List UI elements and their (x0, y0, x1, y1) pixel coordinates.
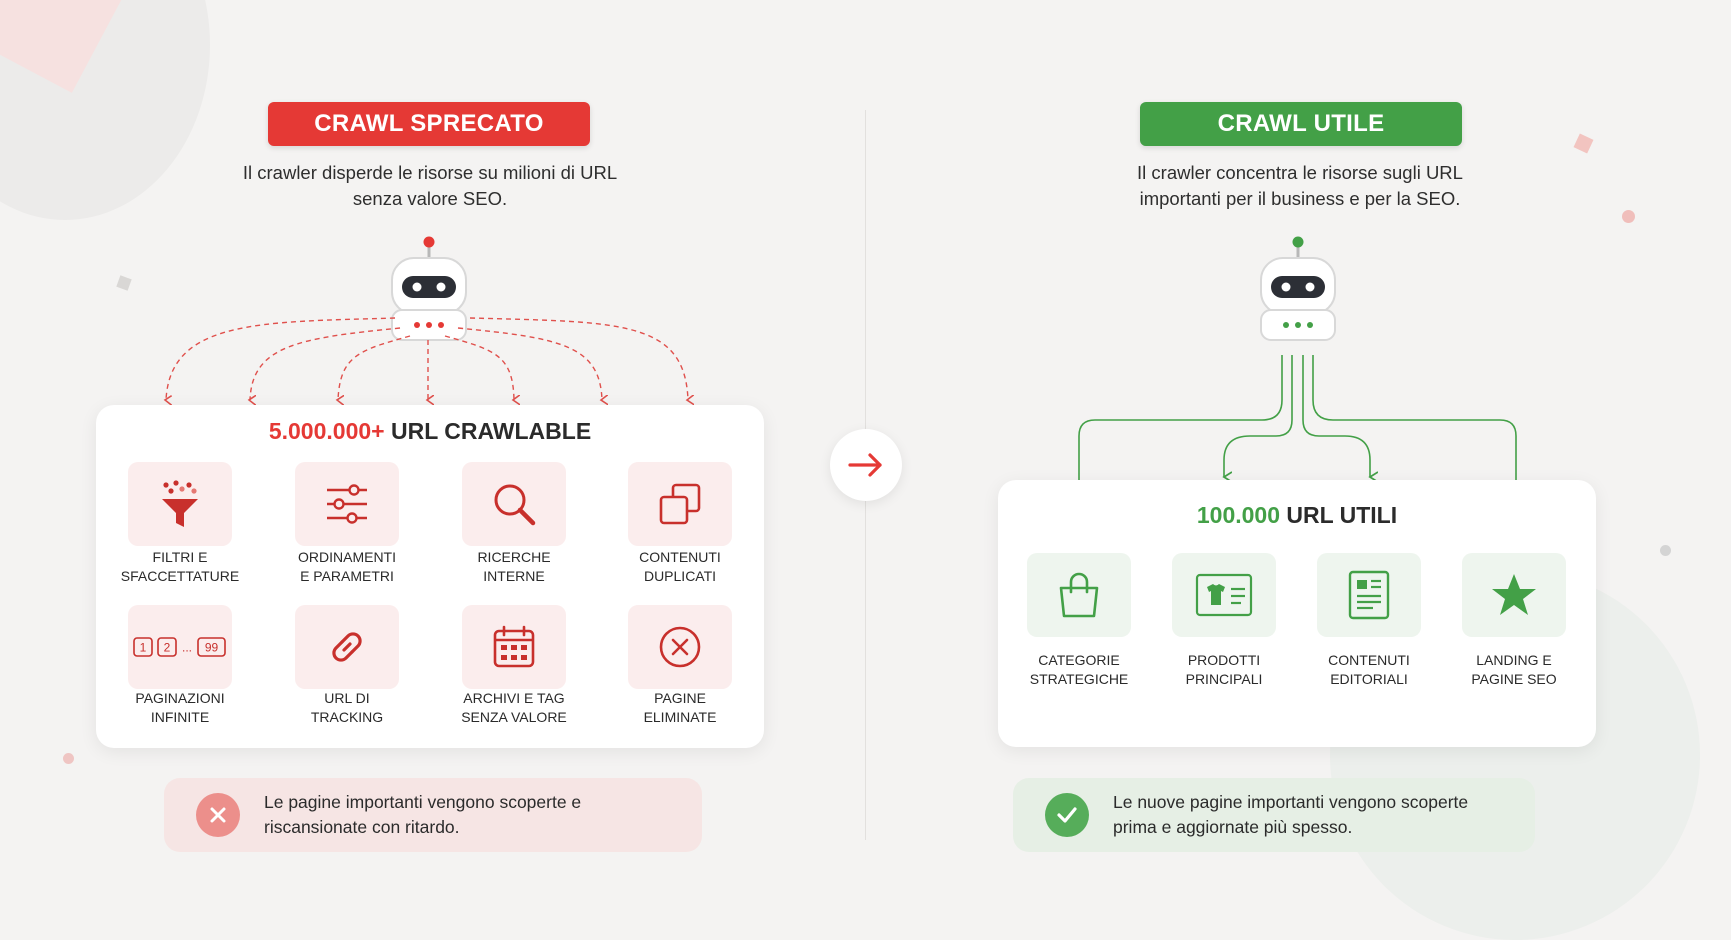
arrow-to-col3 (338, 335, 411, 400)
link-icon (332, 632, 362, 662)
badge-crawl-utile: CRAWL UTILE (1140, 102, 1462, 146)
connector-prodotti (1224, 355, 1293, 477)
card-title-crawlable: 5.000.000+ URL CRAWLABLE (96, 418, 764, 445)
search-icon (494, 484, 536, 526)
useful-count: 100.000 (1196, 502, 1280, 528)
tile-categorie (1027, 553, 1131, 637)
crawlable-count: 5.000.000+ (268, 418, 385, 444)
right-subtitle: Il crawler concentra le risorse sugli UR… (1060, 160, 1540, 212)
right-subtitle-line1: Il crawler concentra le risorse sugli UR… (1137, 162, 1463, 183)
product-card-icon (1195, 573, 1253, 617)
arrow-to-col5 (444, 335, 514, 400)
document-icon (1348, 570, 1390, 620)
arrow-to-col2 (250, 327, 401, 400)
badge-crawl-sprecato: CRAWL SPRECATO (268, 102, 590, 146)
connector-categorie (1079, 355, 1283, 548)
calendar-icon (493, 625, 535, 668)
tile-editoriali (1317, 553, 1421, 637)
success-box: Le nuove pagine importanti vengono scope… (1013, 778, 1535, 852)
x-circle-icon (659, 626, 701, 668)
tile-landing (1462, 553, 1566, 637)
robot-red-icon (391, 236, 467, 341)
tile-contenuti-duplicati (628, 462, 732, 546)
pagination-icon: 1 2 ... 99 (133, 637, 226, 657)
robot-green-icon (1260, 236, 1336, 341)
arrow-to-col6 (457, 327, 602, 400)
bg-dot-pink (63, 753, 74, 764)
check-badge-icon (1045, 793, 1089, 837)
left-subtitle-line1: Il crawler disperde le risorse su milion… (242, 162, 618, 183)
funnel-icon (162, 480, 198, 527)
tile-ricerche (462, 462, 566, 546)
dashed-arrows-red (0, 317, 865, 420)
solid-arrows-green (865, 355, 1731, 560)
connector-landing (1312, 355, 1516, 548)
success-text: Le nuove pagine importanti vengono scope… (1113, 792, 1469, 837)
tile-pagine-eliminate (628, 605, 732, 689)
right-subtitle-line2: importanti per il business e per la SEO. (1139, 188, 1461, 209)
tile-prodotti (1172, 553, 1276, 637)
sliders-icon (327, 484, 367, 524)
page-ellipsis-label: ... (182, 641, 192, 655)
tile-filtri (128, 462, 232, 546)
duplicate-icon (659, 483, 701, 525)
x-badge-icon (196, 793, 240, 837)
crawlable-label: URL CRAWLABLE (390, 418, 592, 444)
arrow-to-col7 (469, 317, 688, 400)
card-title-useful: 100.000 URL UTILI (998, 502, 1596, 529)
arrow-right-icon (830, 429, 902, 501)
page-99-label: 99 (205, 641, 219, 655)
page-2-label: 2 (164, 641, 171, 655)
useful-label: URL UTILI (1286, 502, 1398, 528)
page-1-label: 1 (140, 641, 147, 655)
tile-ordinamenti (295, 462, 399, 546)
bg-dot-grey-2 (1660, 545, 1671, 556)
bg-dot-pink-2 (1622, 210, 1635, 223)
shopping-bag-icon (1059, 572, 1099, 618)
tile-url-tracking (295, 605, 399, 689)
tile-paginazioni: 1 2 ... 99 (128, 605, 232, 689)
left-subtitle: Il crawler disperde le risorse su milion… (190, 160, 670, 212)
connector-editoriali (1302, 355, 1370, 477)
left-subtitle-line2: senza valore SEO. (352, 188, 508, 209)
star-icon (1492, 574, 1536, 615)
tile-archivi-tag (462, 605, 566, 689)
arrow-to-col1 (166, 317, 396, 400)
